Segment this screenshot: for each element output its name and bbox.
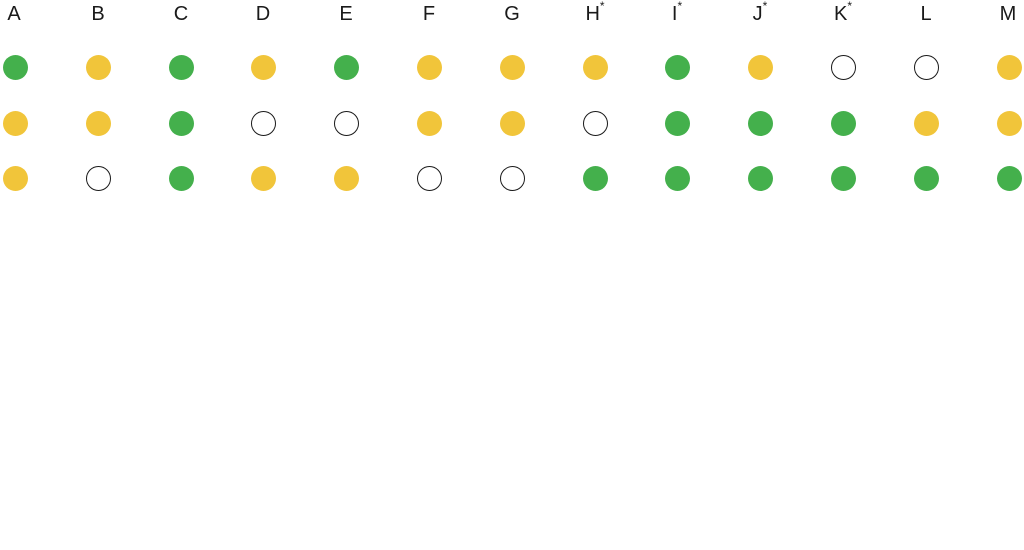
dot-green-a-row1: [2, 54, 28, 80]
dot-green-j-row3: [747, 165, 773, 191]
column-letter: L: [920, 3, 932, 25]
dot-green-l-row3: [913, 165, 939, 191]
column-letter: H: [585, 3, 600, 25]
dot-yellow-j-row1: [747, 54, 773, 80]
column-letter: C: [173, 3, 189, 25]
dot-empty-d-row2: [250, 110, 276, 136]
column-label-m: M: [988, 2, 1024, 26]
dot-green-h-row3: [582, 165, 608, 191]
column-letter: A: [7, 3, 21, 25]
dot-empty-l-row1: [913, 54, 939, 80]
column-letter: F: [422, 3, 436, 25]
dot-green-j-row2: [747, 110, 773, 136]
dot-green-i-row3: [664, 165, 690, 191]
dot-green-c-row3: [168, 165, 194, 191]
dot-yellow-f-row1: [416, 54, 442, 80]
dot-yellow-a-row2: [2, 110, 28, 136]
column-letter: I: [671, 3, 678, 25]
dot-yellow-d-row1: [250, 54, 276, 80]
dot-yellow-b-row2: [85, 110, 111, 136]
dot-yellow-m-row1: [996, 54, 1022, 80]
column-label-c: C: [161, 2, 201, 26]
dot-green-c-row2: [168, 110, 194, 136]
column-label-i: I*: [657, 0, 697, 26]
dot-empty-e-row2: [333, 110, 359, 136]
asterisk-marker: *: [847, 0, 852, 14]
dot-yellow-f-row2: [416, 110, 442, 136]
dot-yellow-e-row3: [333, 165, 359, 191]
dot-yellow-b-row1: [85, 54, 111, 80]
dot-yellow-l-row2: [913, 110, 939, 136]
dot-empty-g-row3: [499, 165, 525, 191]
dot-yellow-g-row2: [499, 110, 525, 136]
dot-green-i-row2: [664, 110, 690, 136]
column-label-f: F: [409, 2, 449, 26]
dot-empty-h-row2: [582, 110, 608, 136]
dot-yellow-g-row1: [499, 54, 525, 80]
column-letter: D: [255, 3, 271, 25]
dot-yellow-m-row2: [996, 110, 1022, 136]
column-letter: J: [752, 3, 763, 25]
column-letter: B: [91, 3, 105, 25]
column-label-h: H*: [575, 0, 615, 26]
dot-yellow-d-row3: [250, 165, 276, 191]
column-label-j: J*: [740, 0, 780, 26]
dot-empty-f-row3: [416, 165, 442, 191]
dot-green-e-row1: [333, 54, 359, 80]
asterisk-marker: *: [677, 0, 683, 14]
dot-yellow-h-row1: [582, 54, 608, 80]
column-label-e: E: [326, 2, 366, 26]
column-letter: E: [339, 3, 353, 25]
column-label-d: D: [243, 2, 283, 26]
dot-green-k-row3: [830, 165, 856, 191]
column-letter: M: [999, 3, 1017, 25]
dot-yellow-a-row3: [2, 165, 28, 191]
dot-green-c-row1: [168, 54, 194, 80]
column-label-g: G: [492, 2, 532, 26]
column-letter: G: [504, 3, 520, 25]
column-label-a: A: [0, 2, 34, 26]
dot-green-k-row2: [830, 110, 856, 136]
column-letter: K: [833, 3, 848, 25]
column-label-b: B: [78, 2, 118, 26]
asterisk-marker: *: [762, 0, 768, 14]
asterisk-marker: *: [599, 0, 605, 14]
dot-empty-k-row1: [830, 54, 856, 80]
column-label-l: L: [906, 2, 946, 26]
column-label-k: K*: [823, 0, 863, 26]
dot-green-m-row3: [996, 165, 1022, 191]
dot-empty-b-row3: [85, 165, 111, 191]
dot-green-i-row1: [664, 54, 690, 80]
